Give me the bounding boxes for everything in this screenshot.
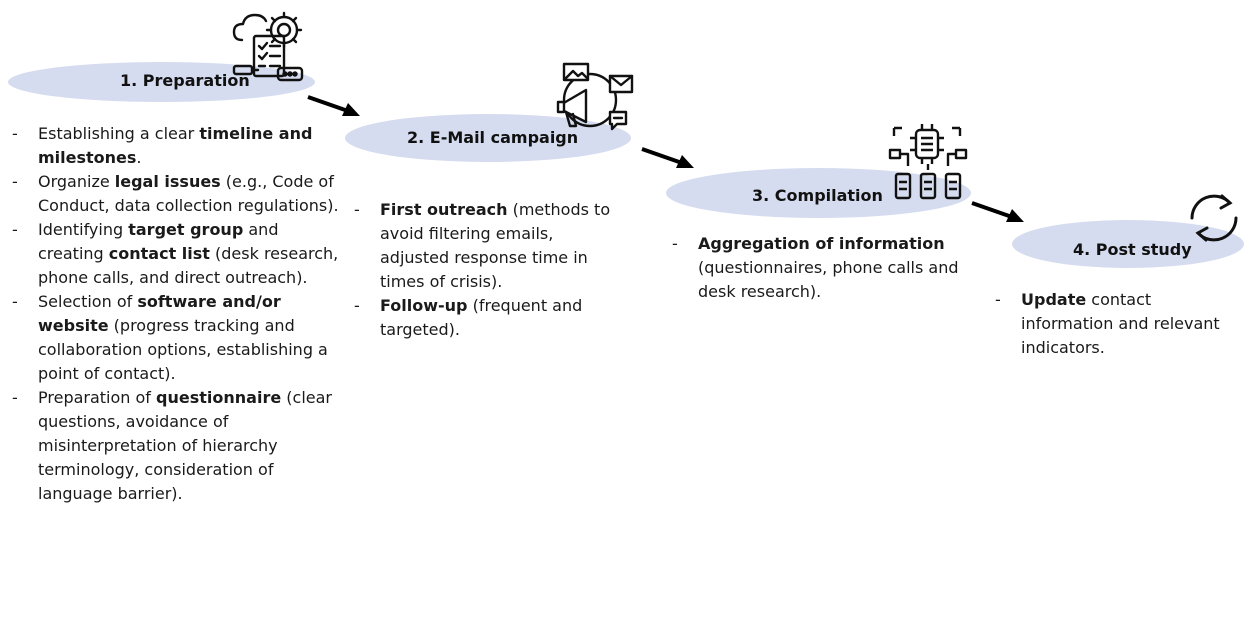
stage-3-bullets: Aggregation of information (questionnair… — [672, 232, 972, 304]
bullet-bold-text: Follow-up — [380, 296, 468, 315]
stage-1-ellipse — [8, 62, 315, 102]
bullet-text: . — [136, 148, 142, 167]
bullet-bold-text: Update — [1021, 290, 1087, 309]
refresh-icon — [1190, 194, 1238, 242]
bullet-text: Preparation of — [38, 388, 157, 407]
bullet-bold-text: software and/or website — [38, 292, 281, 335]
bullet-bold-text: contact list — [108, 244, 210, 263]
bullet-item: Organize legal issues (e.g., Code of Con… — [12, 170, 342, 218]
bullet-bold-text: target group — [128, 220, 244, 239]
bullet-item: Identifying target group and creating co… — [12, 218, 342, 290]
megaphone-email-icon — [556, 62, 634, 131]
bullet-bold-text: First outreach — [380, 200, 508, 219]
arrow-1-2 — [307, 95, 360, 116]
settings-checklist-icon — [232, 11, 304, 82]
bullet-item: Establishing a clear timeline and milest… — [12, 122, 342, 170]
bullet-text: Identifying — [38, 220, 129, 239]
stage-4-title: 4. Post study — [1073, 240, 1192, 259]
bullet-item: Follow-up (frequent and targeted). — [354, 294, 624, 342]
bullet-bold-text: Aggregation of information — [698, 234, 945, 253]
bullet-text: Organize — [38, 172, 115, 191]
bullet-item: Update contact information and relevant … — [995, 288, 1244, 360]
bullet-text: (questionnaires, phone calls and desk re… — [698, 258, 959, 301]
stage-1-title: 1. Preparation — [120, 71, 250, 90]
bullet-item: Selection of software and/or website (pr… — [12, 290, 342, 386]
bullet-text: (clear questions, avoidance of misinterp… — [38, 388, 332, 503]
bullet-item: First outreach (methods to avoid filteri… — [354, 198, 624, 294]
bullet-text: (desk research, phone calls, and direct … — [38, 244, 339, 287]
stage-2-title: 2. E-Mail campaign — [407, 128, 579, 147]
bullet-text: (progress tracking and collaboration opt… — [38, 316, 328, 383]
bullet-text: contact information and relevant indicat… — [1021, 290, 1220, 357]
bullet-text: Establishing a clear — [38, 124, 200, 143]
arrow-3-4 — [971, 201, 1024, 222]
bullet-item: Preparation of questionnaire (clear ques… — [12, 386, 342, 506]
bullet-text: (e.g., Code of Conduct, data collection … — [38, 172, 339, 215]
bullet-text: (frequent and targeted). — [380, 296, 583, 339]
bullet-text: Selection of — [38, 292, 138, 311]
stage-3-title: 3. Compilation — [752, 186, 883, 205]
bullet-bold-text: questionnaire — [156, 388, 282, 407]
bullet-text: (methods to avoid filtering emails, adju… — [380, 200, 611, 291]
stage-4-bullets: Update contact information and relevant … — [995, 288, 1244, 360]
bullet-text: and creating — [38, 220, 279, 263]
bullet-item: Aggregation of information (questionnair… — [672, 232, 972, 304]
stage-1-bullets: Establishing a clear timeline and milest… — [12, 122, 342, 506]
bullet-bold-text: legal issues — [114, 172, 221, 191]
arrow-2-3 — [641, 147, 694, 168]
stage-2-bullets: First outreach (methods to avoid filteri… — [354, 198, 624, 342]
bullet-bold-text: timeline and milestones — [38, 124, 313, 167]
data-processing-icon — [888, 124, 968, 200]
